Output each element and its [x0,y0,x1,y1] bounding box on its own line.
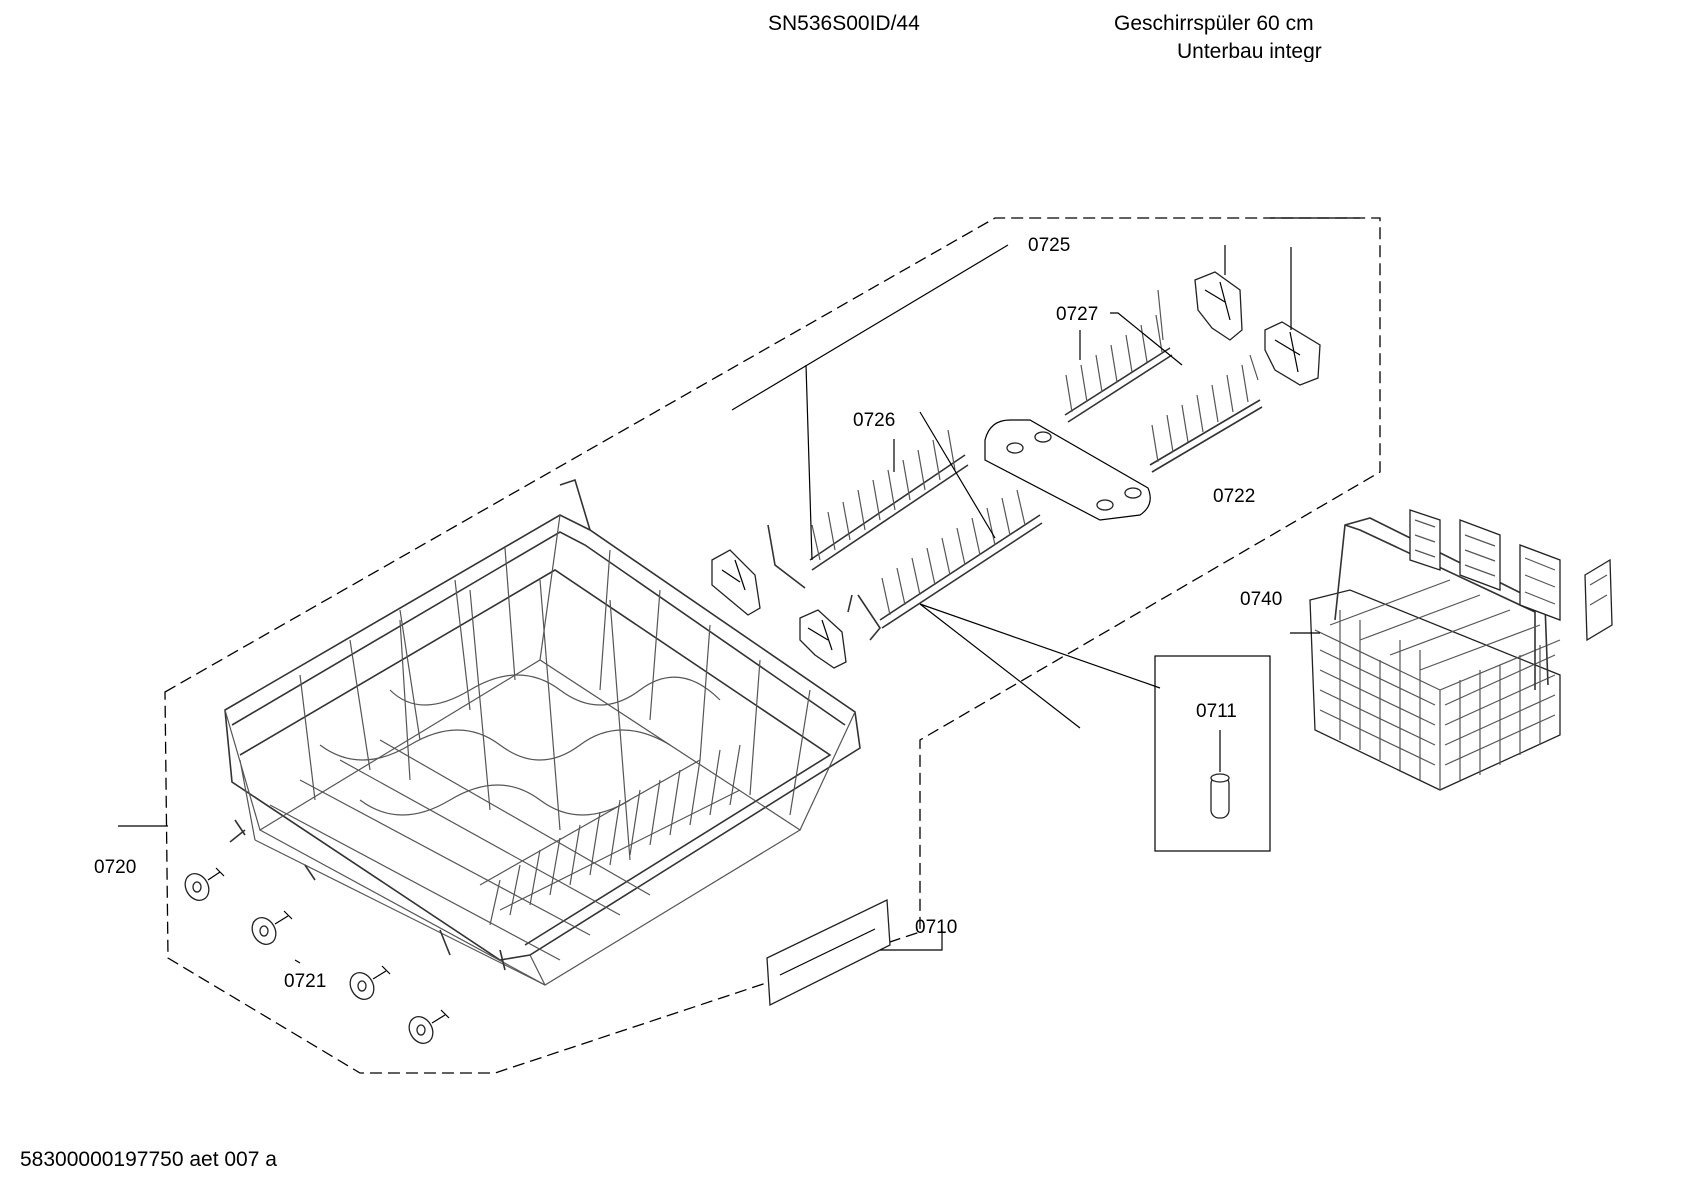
rack-hinge-wires[interactable] [767,524,881,641]
pin-0711[interactable] [1210,773,1230,819]
wheel-3[interactable] [345,965,391,1004]
callout-0721: 0721 [284,971,326,992]
clip-holder-plate[interactable] [984,419,1151,521]
clip-0725-right[interactable] [799,609,847,669]
model-number: SN536S00ID/44 [768,12,920,35]
document-id: 58300000197750 aet 007 a [20,1148,277,1171]
hinge-bracket-1[interactable] [1194,271,1243,341]
wheel-4[interactable] [404,1009,450,1048]
clip-0725-left[interactable] [711,549,761,616]
wheel-2[interactable] [247,910,293,949]
callout-0722: 0722 [1213,486,1255,507]
cutlery-basket[interactable] [1309,509,1613,791]
lower-basket[interactable] [224,478,861,986]
callout-0727: 0727 [1056,304,1098,325]
tine-rack-0727-left[interactable] [1064,289,1173,423]
detail-box-0711 [1154,655,1271,852]
wheel-1[interactable] [180,867,225,905]
assembly-boundary-dashed [164,217,1381,1074]
callout-0710: 0710 [915,917,957,938]
callout-0725: 0725 [1028,235,1070,256]
label-plate[interactable] [766,898,891,1007]
tine-rack-0727-right[interactable] [1149,354,1263,473]
leader-lines [118,217,1360,964]
appliance-description-line2: Unterbau integr [1177,40,1322,62]
callout-0740: 0740 [1240,589,1282,610]
appliance-description: Geschirrspüler 60 cm [1114,12,1314,35]
callout-0726: 0726 [853,410,895,431]
callout-0720: 0720 [94,857,136,878]
tine-rack-0726-left[interactable] [809,429,969,571]
callout-0711: 0711 [1196,701,1237,722]
tine-rack-0726-right[interactable] [879,489,1043,629]
hinge-bracket-2[interactable] [1264,321,1321,386]
